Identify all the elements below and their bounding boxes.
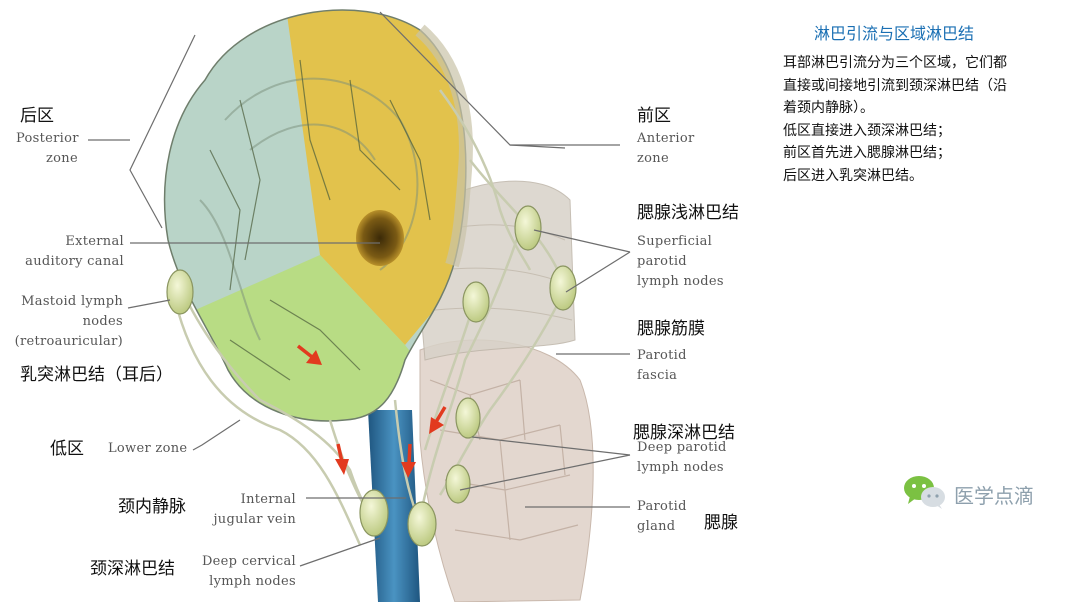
jugular-vein-label-cn: 颈内静脉 [118, 496, 186, 518]
superficial-parotid-node [515, 206, 541, 250]
parotid-gland-label-cn: 腮腺 [704, 512, 738, 534]
deep-parotid-nodes-label-en-2: lymph nodes [637, 458, 724, 478]
info-line: 耳部淋巴引流分为三个区域，它们都 [783, 52, 1075, 75]
mastoid-lymph-nodes-label-2: nodes [83, 312, 123, 332]
info-body: 耳部淋巴引流分为三个区域，它们都 直接或间接地引流到颈深淋巴结（沿 着颈内静脉）… [783, 52, 1075, 187]
jugular-vein-label-en-2: jugular vein [213, 510, 296, 530]
watermark-text: 医学点滴 [954, 480, 1034, 509]
info-line: 前区首先进入腮腺淋巴结； [783, 142, 1075, 165]
external-auditory-canal-label: External [65, 232, 124, 252]
info-line: 直接或间接地引流到颈深淋巴结（沿 [783, 75, 1075, 98]
superficial-parotid-nodes-label-en-3: lymph nodes [637, 272, 724, 292]
superficial-parotid-nodes-label-en-2: parotid [637, 252, 687, 272]
info-line: 低区直接进入颈深淋巴结； [783, 120, 1075, 143]
mastoid-lymph-nodes-label-cn: 乳突淋巴结（耳后） [20, 364, 173, 386]
deep-cervical-nodes-label-en: Deep cervical [202, 552, 296, 572]
lower-zone-label-en: Lower zone [108, 439, 187, 459]
anterior-zone-label-en: Anterior [637, 129, 695, 149]
deep-parotid-node [456, 398, 480, 438]
mastoid-lymph-node [167, 270, 193, 314]
anterior-zone-label-en-2: zone [637, 149, 669, 169]
posterior-zone-label-en-2: zone [46, 149, 78, 169]
external-auditory-canal-label-2: auditory canal [25, 252, 124, 272]
superficial-parotid-nodes-label-cn: 腮腺浅淋巴结 [637, 202, 739, 224]
lower-zone-label-cn: 低区 [50, 438, 84, 460]
posterior-zone-label-en: Posterior [16, 129, 79, 149]
parotid-gland [420, 340, 593, 602]
mastoid-lymph-nodes-label: Mastoid lymph [21, 292, 123, 312]
deep-parotid-nodes-label-en: Deep parotid [637, 438, 727, 458]
deep-cervical-node [360, 490, 388, 536]
superficial-parotid-node [463, 282, 489, 322]
parotid-fascia-label-en-2: fascia [637, 366, 677, 386]
parotid-fascia-label-cn: 腮腺筋膜 [637, 318, 705, 340]
mastoid-lymph-nodes-label-3: (retroauricular) [15, 332, 123, 352]
parotid-gland-label-en: Parotid [637, 497, 687, 517]
superficial-parotid-nodes-label-en: Superficial [637, 232, 712, 252]
anterior-zone-label-cn: 前区 [637, 105, 671, 127]
external-auditory-canal [356, 210, 404, 266]
info-title: 淋巴引流与区域淋巴结 [814, 20, 974, 44]
info-line: 着颈内静脉）。 [783, 97, 1075, 120]
posterior-zone-label-cn: 后区 [20, 105, 54, 127]
parotid-gland-label-en-2: gland [637, 517, 675, 537]
deep-cervical-nodes-label-en-2: lymph nodes [209, 572, 296, 592]
wechat-icon [902, 474, 948, 510]
info-line: 后区进入乳突淋巴结。 [783, 165, 1075, 188]
deep-parotid-node [446, 465, 470, 503]
parotid-fascia-label-en: Parotid [637, 346, 687, 366]
deep-cervical-nodes-label-cn: 颈深淋巴结 [90, 558, 175, 580]
jugular-vein-label-en: Internal [241, 490, 296, 510]
deep-cervical-node [408, 502, 436, 546]
